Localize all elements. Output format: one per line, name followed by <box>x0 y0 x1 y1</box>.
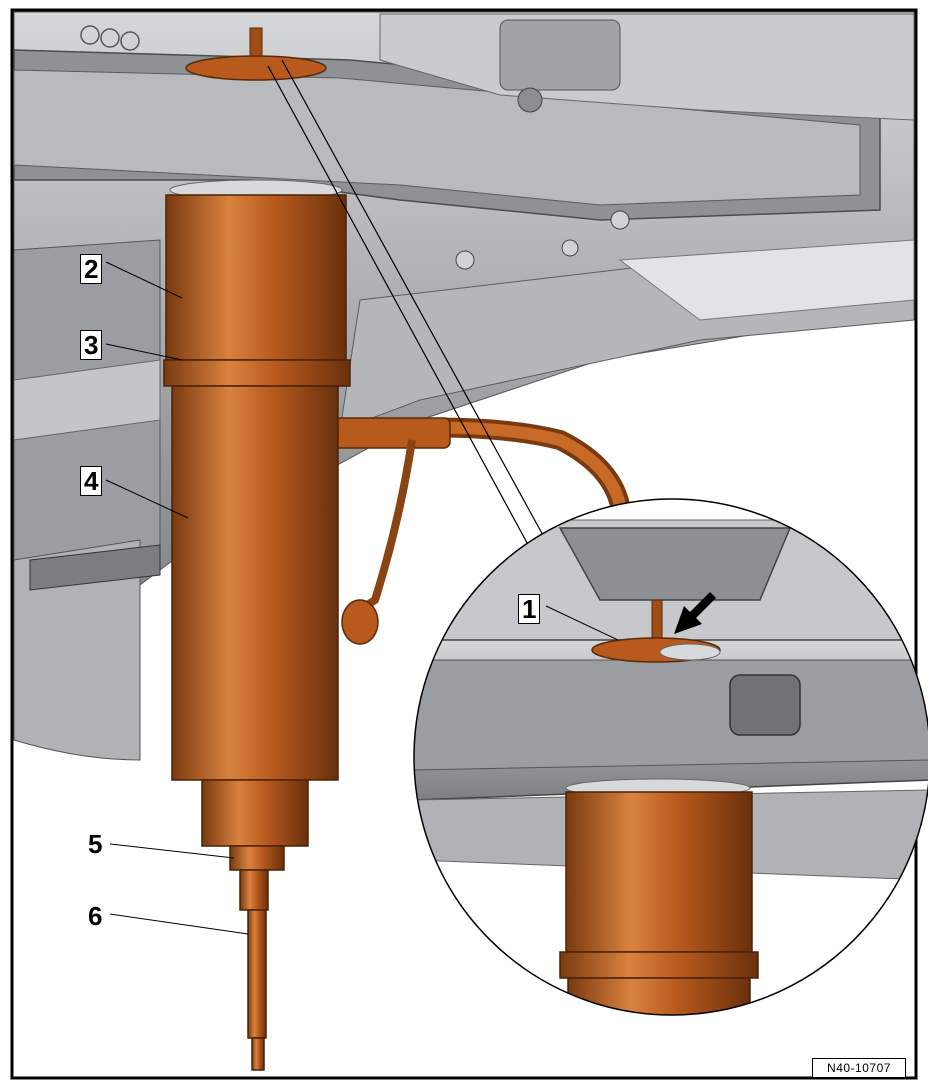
detail-leader-line <box>267 65 533 553</box>
figure-frame <box>10 8 918 1080</box>
callout-2: 2 <box>80 254 103 284</box>
detail-view <box>414 499 928 1015</box>
figure-code-label: N40-10707 <box>812 1058 906 1078</box>
arrow-pointer-icon <box>674 592 716 634</box>
callout-leaders <box>105 261 619 935</box>
callout-1: 1 <box>518 594 541 624</box>
callout-4: 4 <box>80 466 103 496</box>
detail-leader-line-2 <box>281 59 551 549</box>
detail-circle-outline <box>413 498 928 1016</box>
callout-3: 3 <box>80 330 103 360</box>
callout-6: 6 <box>88 901 103 931</box>
hydraulic-hose <box>325 417 632 645</box>
tool-body <box>163 179 351 1071</box>
callout-5: 5 <box>88 829 103 859</box>
top-spindle <box>185 27 327 81</box>
